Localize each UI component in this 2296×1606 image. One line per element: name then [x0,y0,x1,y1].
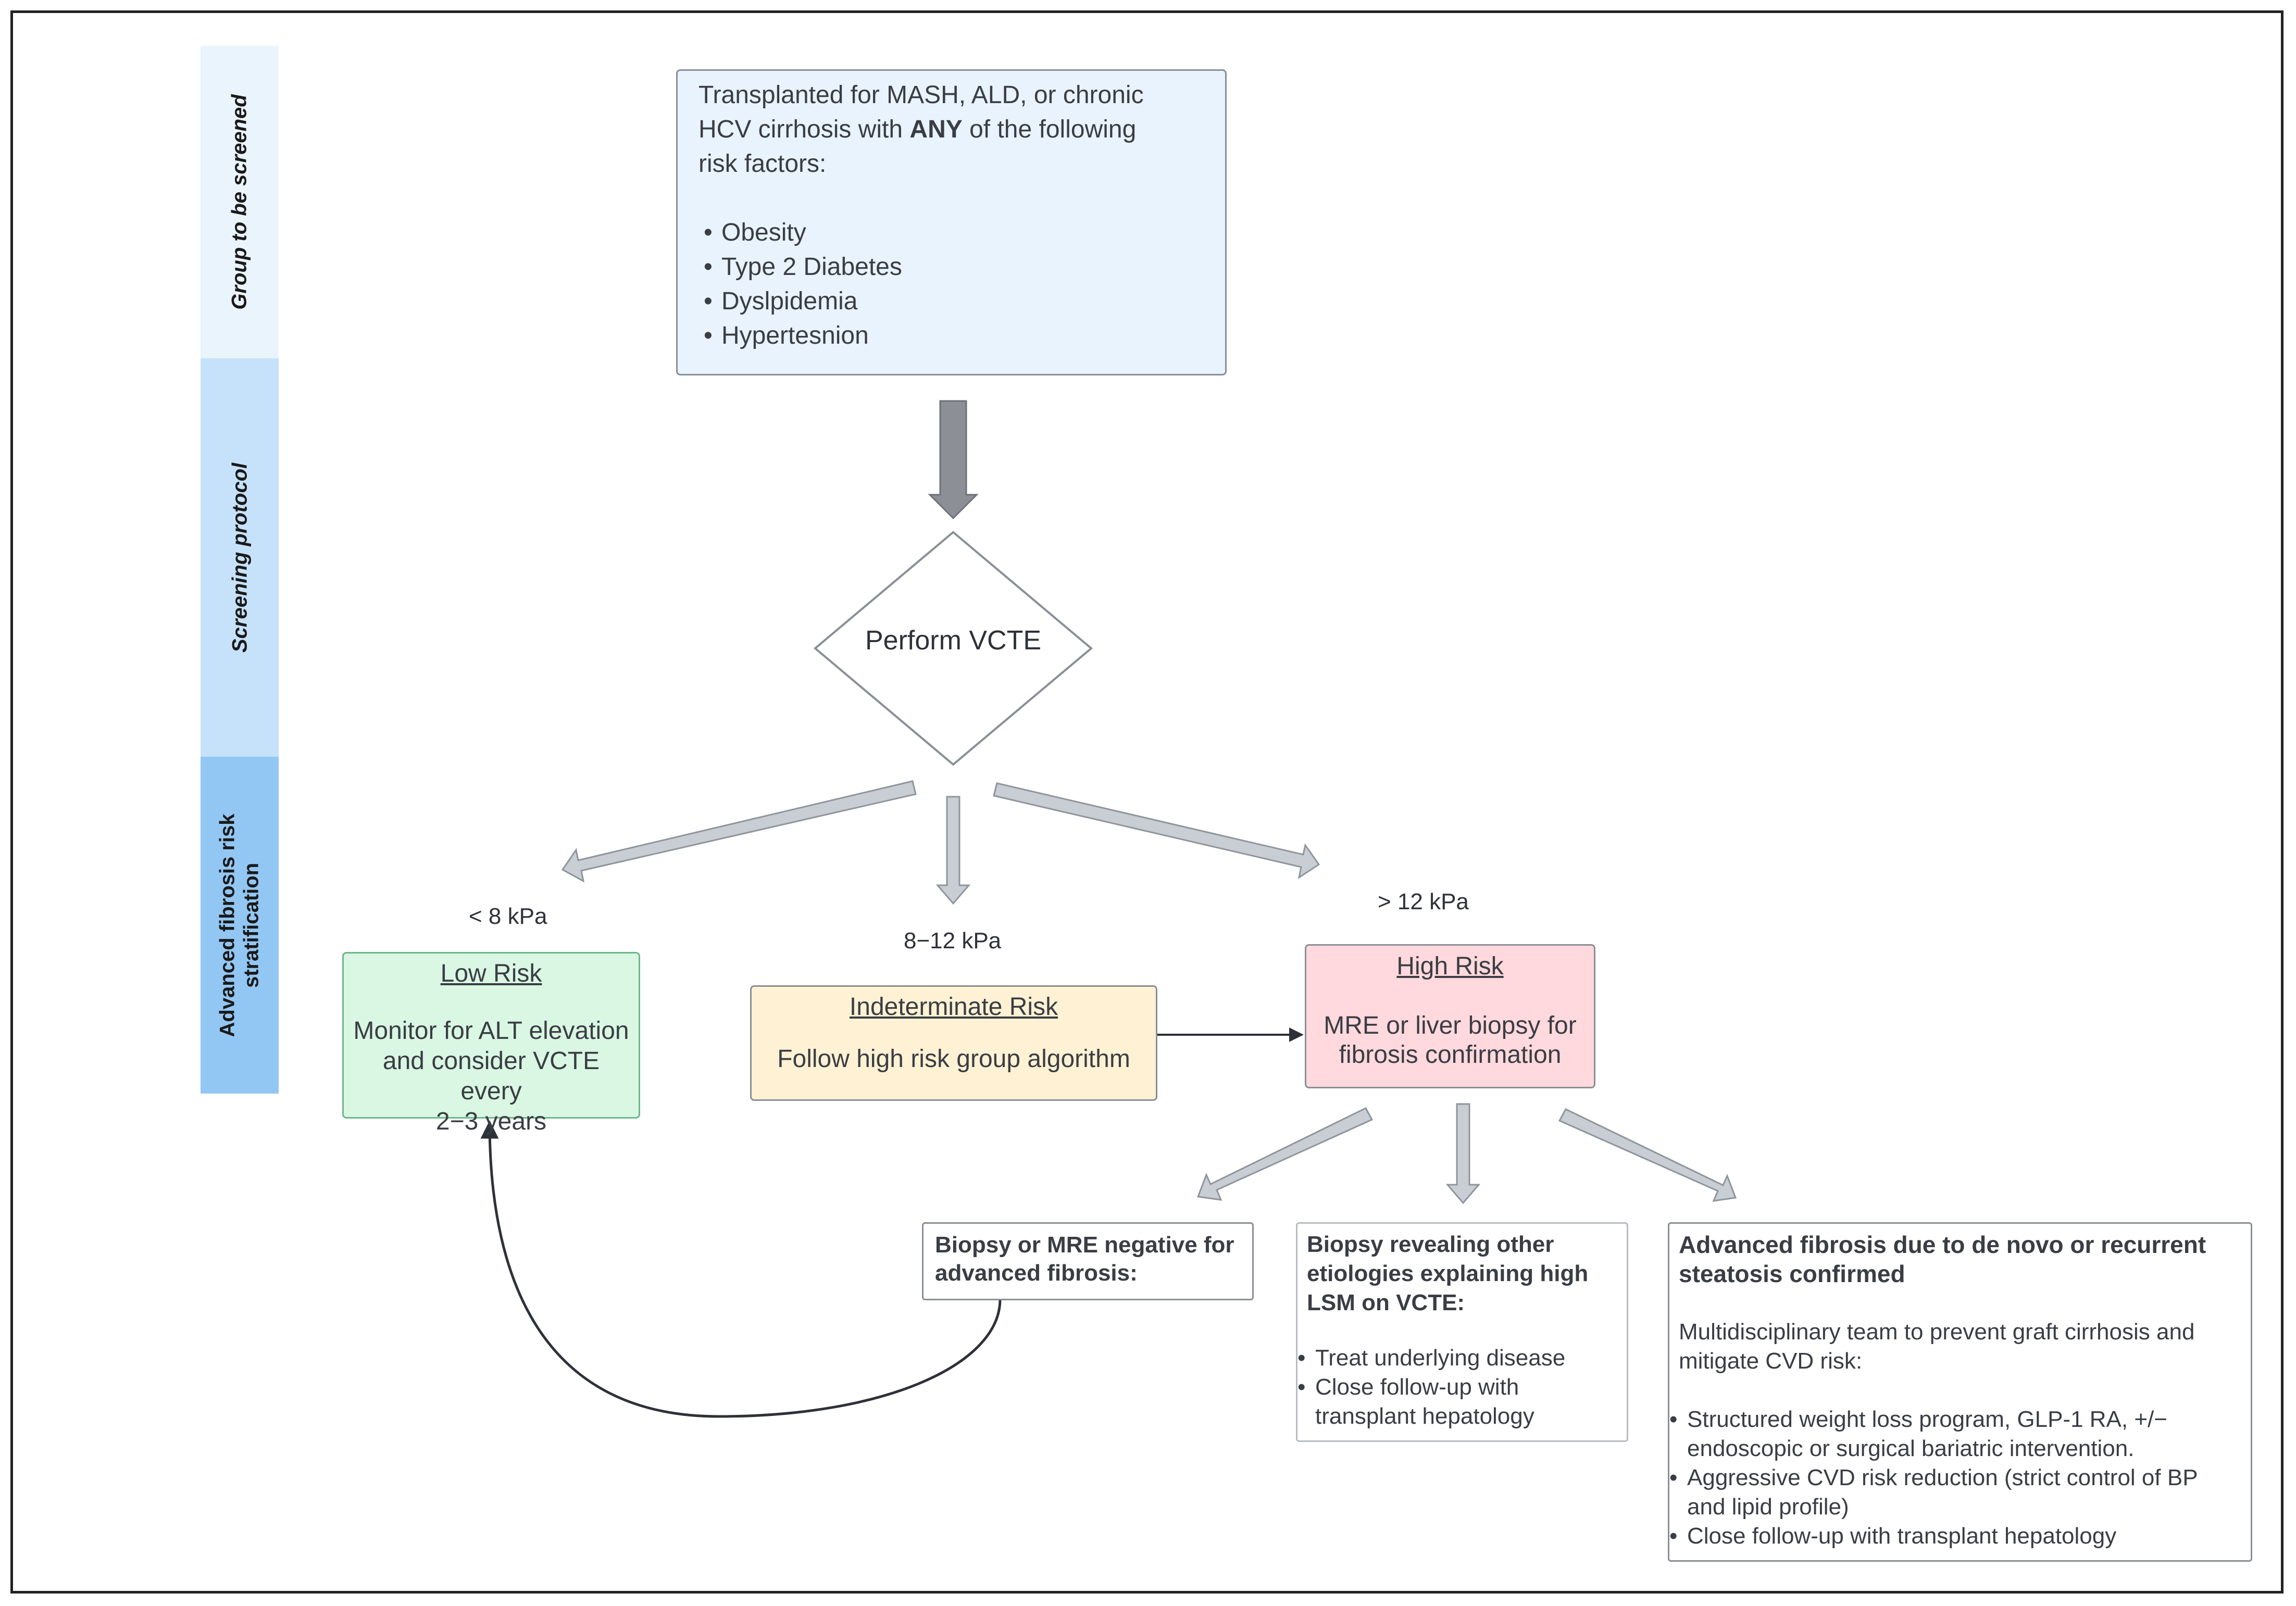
other-line-2: etiologies explaining high [1307,1261,1589,1286]
stage-band-protocol: Screening protocol [201,358,279,757]
start-line-2-after: of the following [962,116,1137,143]
other-action-item: Treat underlying disease [1292,1344,1617,1373]
other-line-1: Biopsy revealing other [1307,1232,1554,1257]
risk-factor-item: Dyslpidemia [698,284,1204,319]
start-line-1: Transplanted for MASH, ALD, or chronic [698,81,1144,109]
other-spacer [1307,1318,1617,1344]
other-action-list: Treat underlying disease Close follow-up… [1292,1344,1617,1431]
high-risk-box: High Risk MRE or liver biopsy for fibros… [1305,944,1595,1088]
negative-line-1: Biopsy or MRE negative for [935,1232,1234,1258]
low-risk-spacer [349,989,633,1016]
low-risk-line-1: Monitor for ALT elevation [353,1017,629,1045]
low-risk-line-2: and consider VCTE every [382,1047,600,1105]
arrow-decision-to-indeterminate [935,796,971,905]
low-risk-box: Low Risk Monitor for ALT elevation and c… [342,952,640,1135]
high-risk-line-2: fibrosis confirmation [1339,1041,1562,1069]
stage-band-group: Group to be screened [201,46,279,358]
risk-factor-item: Hypertesnion [698,319,1204,353]
advanced-spacer-2 [1679,1376,2241,1405]
low-risk-line-3: 2−3 years [435,1108,547,1135]
risk-factor-item: Type 2 Diabetes [698,250,1204,284]
other-action-text-cont: transplant hepatology [1315,1403,1534,1429]
indeterminate-risk-box: Indeterminate Risk Follow high risk grou… [750,985,1157,1101]
other-action-text: Treat underlying disease [1315,1345,1566,1371]
arrow-high-to-negative [1196,1107,1374,1201]
advanced-body-line-2: mitigate CVD risk: [1679,1348,1863,1374]
advanced-title-line-1: Advanced fibrosis due to de novo or recu… [1679,1231,2206,1258]
arrow-high-to-other [1445,1103,1481,1204]
negative-line-2: advanced fibrosis: [935,1260,1138,1286]
low-risk-title: Low Risk [440,960,542,987]
indeterminate-risk-title: Indeterminate Risk [849,993,1058,1021]
other-action-item: Close follow-up with transplant hepatolog… [1292,1373,1617,1431]
advanced-action-text-cont: and lipid profile) [1687,1494,1849,1520]
risk-factor-item: Obesity [698,216,1204,250]
high-risk-title: High Risk [1396,952,1504,980]
outer-frame [10,10,2283,1594]
negative-result-box: Biopsy or MRE negative for advanced fibr… [922,1222,1254,1300]
arrow-decision-to-low [561,780,917,883]
other-etiologies-box: Biopsy revealing other etiologies explai… [1296,1222,1628,1442]
arrow-high-to-advanced [1558,1108,1737,1202]
start-line-3: risk factors: [698,150,827,178]
stage-band-stratification: Advanced fibrosis risk stratification [201,757,279,1094]
advanced-action-text-cont: endoscopic or surgical bariatric interve… [1687,1436,2135,1461]
risk-factor-list: Obesity Type 2 Diabetes Dyslpidemia Hype… [698,216,1204,353]
advanced-title-line-2: steatosis confirmed [1679,1260,1905,1287]
advanced-action-item: Aggressive CVD risk reduction (strict co… [1664,1463,2241,1522]
advanced-action-text: Aggressive CVD risk reduction (strict co… [1687,1465,2198,1490]
threshold-low-label: < 8 kPa [469,904,547,929]
decision-label: Perform VCTE [865,625,1042,656]
advanced-action-item: Close follow-up with transplant hepatolo… [1664,1522,2241,1551]
advanced-body-line-1: Multidisciplinary team to prevent graft … [1679,1319,2195,1345]
start-any-emphasis: ANY [909,116,963,143]
start-criteria-box: Transplanted for MASH, ALD, or chronic H… [676,69,1227,375]
arrow-decision-to-high [993,782,1320,880]
indeterminate-risk-body: Follow high risk group algorithm [777,1045,1130,1073]
decision-diamond [813,531,1093,766]
advanced-action-list: Structured weight loss program, GLP-1 RA… [1664,1405,2241,1551]
threshold-mid-label: 8−12 kPa [904,928,1002,953]
advanced-spacer-1 [1679,1288,2241,1318]
advanced-action-text: Close follow-up with transplant hepatolo… [1687,1523,2117,1549]
other-action-text: Close follow-up with [1315,1374,1519,1400]
arrow-start-to-decision [928,400,979,520]
other-line-3: LSM on VCTE: [1307,1290,1465,1315]
advanced-fibrosis-box: Advanced fibrosis due to de novo or recu… [1668,1222,2252,1562]
start-line-2: HCV cirrhosis with ANY of the following [698,112,1204,147]
advanced-action-text: Structured weight loss program, GLP-1 RA… [1687,1407,2167,1432]
start-spacer [698,181,1204,216]
high-risk-line-1: MRE or liver biopsy for [1324,1012,1577,1039]
threshold-high-label: > 12 kPa [1378,889,1469,914]
advanced-action-item: Structured weight loss program, GLP-1 RA… [1664,1405,2241,1463]
start-line-2-before: HCV cirrhosis with [698,116,910,143]
indeterminate-spacer [757,1022,1151,1044]
arrow-negative-to-low [480,1120,1002,1418]
high-risk-spacer [1312,981,1589,1011]
